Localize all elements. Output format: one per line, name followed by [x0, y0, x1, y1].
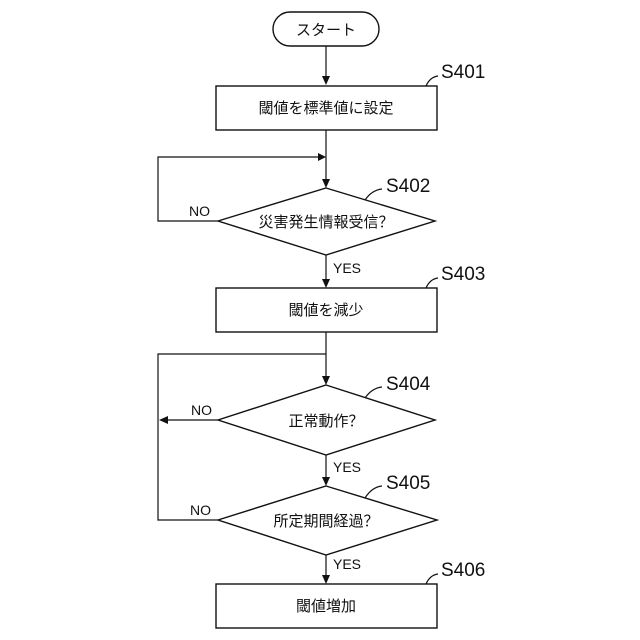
start-label: スタート	[296, 21, 356, 39]
leader-s405	[365, 486, 382, 498]
arrowhead-s406	[322, 575, 330, 584]
arrowhead-s401	[322, 76, 330, 85]
arrowhead-s404-no	[159, 416, 168, 424]
step-id-s405: S405	[386, 473, 430, 494]
process-s406-label: 閾値増加	[296, 597, 356, 615]
step-id-s403: S403	[441, 264, 485, 285]
arrowhead-s403	[322, 279, 330, 288]
decision-s405-label: 所定期間経過？	[273, 512, 378, 530]
step-id-s402: S402	[386, 176, 430, 197]
branch-s405-yes: YES	[333, 556, 361, 572]
process-s403-label: 閾値を減少	[288, 301, 363, 319]
arrowhead-loop-s402	[318, 153, 326, 161]
branch-s405-no: NO	[190, 502, 211, 518]
step-id-s406: S406	[441, 560, 485, 581]
arrowhead-s402	[322, 179, 330, 188]
decision-s402-label: 災害発生情報受信？	[258, 213, 393, 231]
leader-s402	[365, 189, 382, 200]
branch-s402-yes: YES	[333, 260, 361, 276]
arrowhead-s404	[322, 376, 330, 385]
branch-s402-no: NO	[189, 203, 210, 219]
leader-s404	[365, 387, 382, 398]
leader-s403	[426, 278, 438, 288]
decision-s404-label: 正常動作？	[288, 412, 363, 430]
arrowhead-s405	[322, 477, 330, 486]
leader-s401	[426, 76, 438, 86]
step-id-s401: S401	[441, 62, 485, 83]
leader-s406	[426, 574, 438, 584]
process-s401-label: 閾値を標準値に設定	[258, 99, 393, 117]
step-id-s404: S404	[386, 374, 431, 395]
branch-s404-yes: YES	[333, 459, 361, 475]
branch-s404-no: NO	[191, 402, 212, 418]
